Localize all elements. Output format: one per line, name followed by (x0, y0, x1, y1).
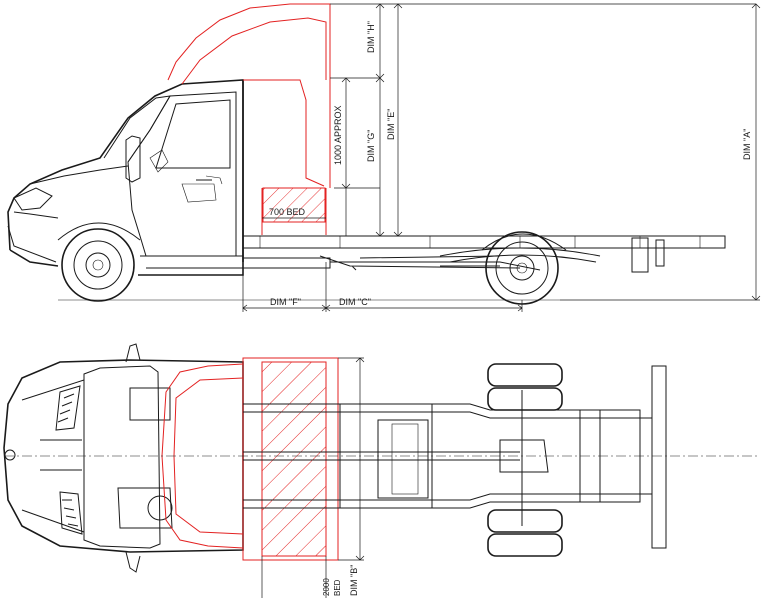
dim-leaders-top (243, 3, 756, 237)
headlight (13, 187, 53, 211)
dim-f-c-line (242, 262, 523, 312)
plan-mirror-left (125, 343, 141, 363)
hood-vent-lower (59, 491, 83, 535)
label-1000-approx: 1000 APPROX (333, 105, 343, 165)
plan-seats (117, 387, 173, 529)
rear-lamp (631, 237, 665, 273)
side-view: DIM "H" DIM "G" DIM "E" DIM "A" 1000 APP… (7, 3, 761, 312)
plan-view: DIM "B" 2000 BED (3, 343, 760, 598)
label-dim-a: DIM "A" (742, 129, 752, 160)
bed-700-zone (262, 187, 326, 223)
dim-b-line (261, 357, 365, 598)
side-chassis-rail (242, 235, 726, 249)
plan-emblem (4, 449, 16, 461)
roof-fairing (167, 3, 331, 188)
steering-wheel (149, 149, 169, 173)
label-dim-h: DIM "H" (366, 21, 376, 53)
hood-vent-upper (55, 385, 81, 431)
label-700-bed: 700 BED (269, 207, 306, 217)
door-window (155, 99, 231, 169)
plan-rear-bumper (640, 365, 667, 549)
label-dim-e: DIM "E" (386, 109, 396, 140)
plan-cab-outline (3, 359, 244, 553)
front-wheel (57, 222, 141, 302)
plan-hood (21, 379, 85, 533)
side-mirror (125, 135, 141, 183)
rear-wheel (481, 231, 567, 305)
label-dim-g: DIM "G" (366, 130, 376, 162)
plan-windshield (83, 365, 161, 549)
plan-fuel-tank (377, 419, 429, 499)
cab-door (127, 91, 237, 257)
plan-rear-wheels (487, 363, 563, 557)
front-bumper (7, 211, 59, 263)
roof-fairing-inner (181, 17, 327, 85)
fairing-side-panel (243, 79, 325, 187)
hood-line (29, 165, 129, 185)
label-dim-f: DIM "F" (270, 297, 301, 307)
plan-steering-wheel (147, 495, 173, 521)
exhaust-line (243, 255, 541, 271)
label-2000-bed-value: 2000 (322, 578, 331, 596)
plan-bed-2000-zone (261, 361, 327, 557)
rear-leaf-spring (439, 247, 601, 263)
cab-seat (181, 175, 223, 203)
cab-sill (140, 255, 243, 269)
plan-mirror-right (125, 551, 141, 573)
plan-driveshaft (243, 451, 520, 461)
windshield (103, 95, 171, 163)
plan-rear-axle (499, 390, 549, 526)
label-dim-b: DIM "B" (349, 565, 359, 596)
label-2000-bed-unit: BED (333, 579, 342, 596)
label-dim-c: DIM "C" (339, 297, 371, 307)
driveshaft (319, 255, 521, 271)
